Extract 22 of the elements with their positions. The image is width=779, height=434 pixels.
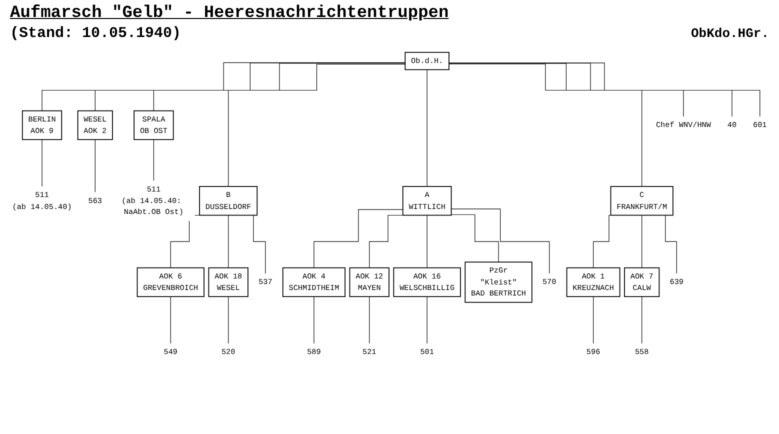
connector (42, 62, 406, 112)
connector (450, 208, 550, 274)
connector (426, 214, 428, 268)
connector (94, 62, 406, 112)
connector (593, 296, 594, 344)
connector (450, 214, 499, 262)
connector (228, 64, 406, 187)
connector (228, 296, 229, 344)
connector (426, 69, 428, 187)
title: Aufmarsch "Gelb" - Heeresnachrichtentruppen (10, 4, 449, 23)
connector (228, 214, 229, 268)
note-label: ObKdo.HGr. (690, 26, 769, 41)
connector (314, 209, 404, 268)
connector (153, 63, 406, 112)
subtitle: (Stand: 10.05.1940) (10, 25, 182, 42)
connector (153, 139, 154, 182)
connector (448, 63, 684, 117)
connector (170, 296, 171, 344)
connector (448, 64, 642, 187)
connector (369, 296, 370, 344)
connector (426, 296, 428, 344)
connector (94, 139, 96, 192)
